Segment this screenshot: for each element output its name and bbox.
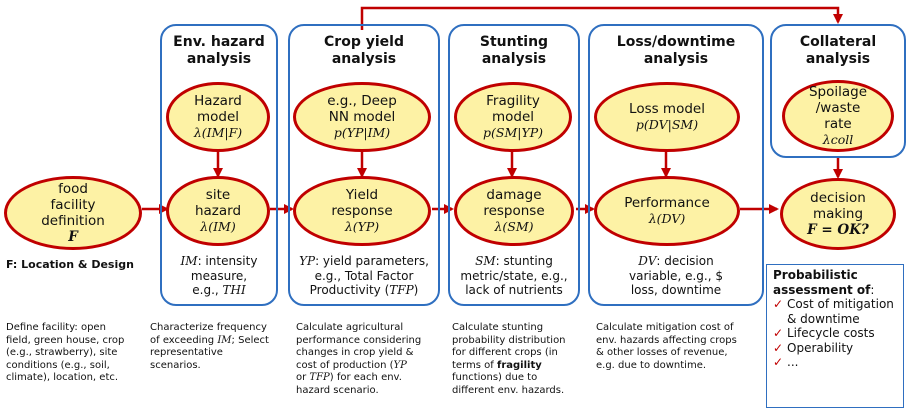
spoilage-rate-node: Spoilage/waste rate λcoll xyxy=(782,80,894,152)
assessment-list: ✓Cost of mitigation & downtime ✓Lifecycl… xyxy=(773,297,897,370)
assessment-item: ✓Lifecycle costs xyxy=(773,326,875,340)
sm-note: SM: stunting metric/state, e.g., lack of… xyxy=(460,254,568,297)
im-note: IM: intensity measure, e.g., THI xyxy=(180,254,258,297)
panel-env-hazard xyxy=(160,24,278,306)
arrow-crop-to-collateral xyxy=(360,6,843,30)
check-icon: ✓ xyxy=(773,340,784,355)
check-icon: ✓ xyxy=(773,326,784,340)
assessment-item: ✓... xyxy=(773,355,799,369)
panel-crop-yield xyxy=(288,24,440,306)
assessment-title: Probabilistic assessment of: xyxy=(773,268,875,297)
panel-stunting xyxy=(448,24,580,306)
assessment-item: ✓Cost of mitigation & downtime xyxy=(773,297,894,326)
assessment-item: ✓Operability xyxy=(773,340,854,355)
check-icon: ✓ xyxy=(773,355,784,369)
panel-collateral xyxy=(770,24,906,158)
location-design-label: F: Location & Design xyxy=(6,258,134,271)
description-characterize: Characterize frequency of exceeding IM; … xyxy=(150,322,269,371)
yp-note: YP: yield parameters, e.g., Total Factor… xyxy=(299,254,429,297)
panel-loss-downtime xyxy=(588,24,764,306)
dv-note: DV: decision variable, e.g., $ loss, dow… xyxy=(629,254,723,297)
check-icon: ✓ xyxy=(773,297,784,311)
probabilistic-assessment-box: Probabilistic assessment of: ✓Cost of mi… xyxy=(766,264,904,408)
